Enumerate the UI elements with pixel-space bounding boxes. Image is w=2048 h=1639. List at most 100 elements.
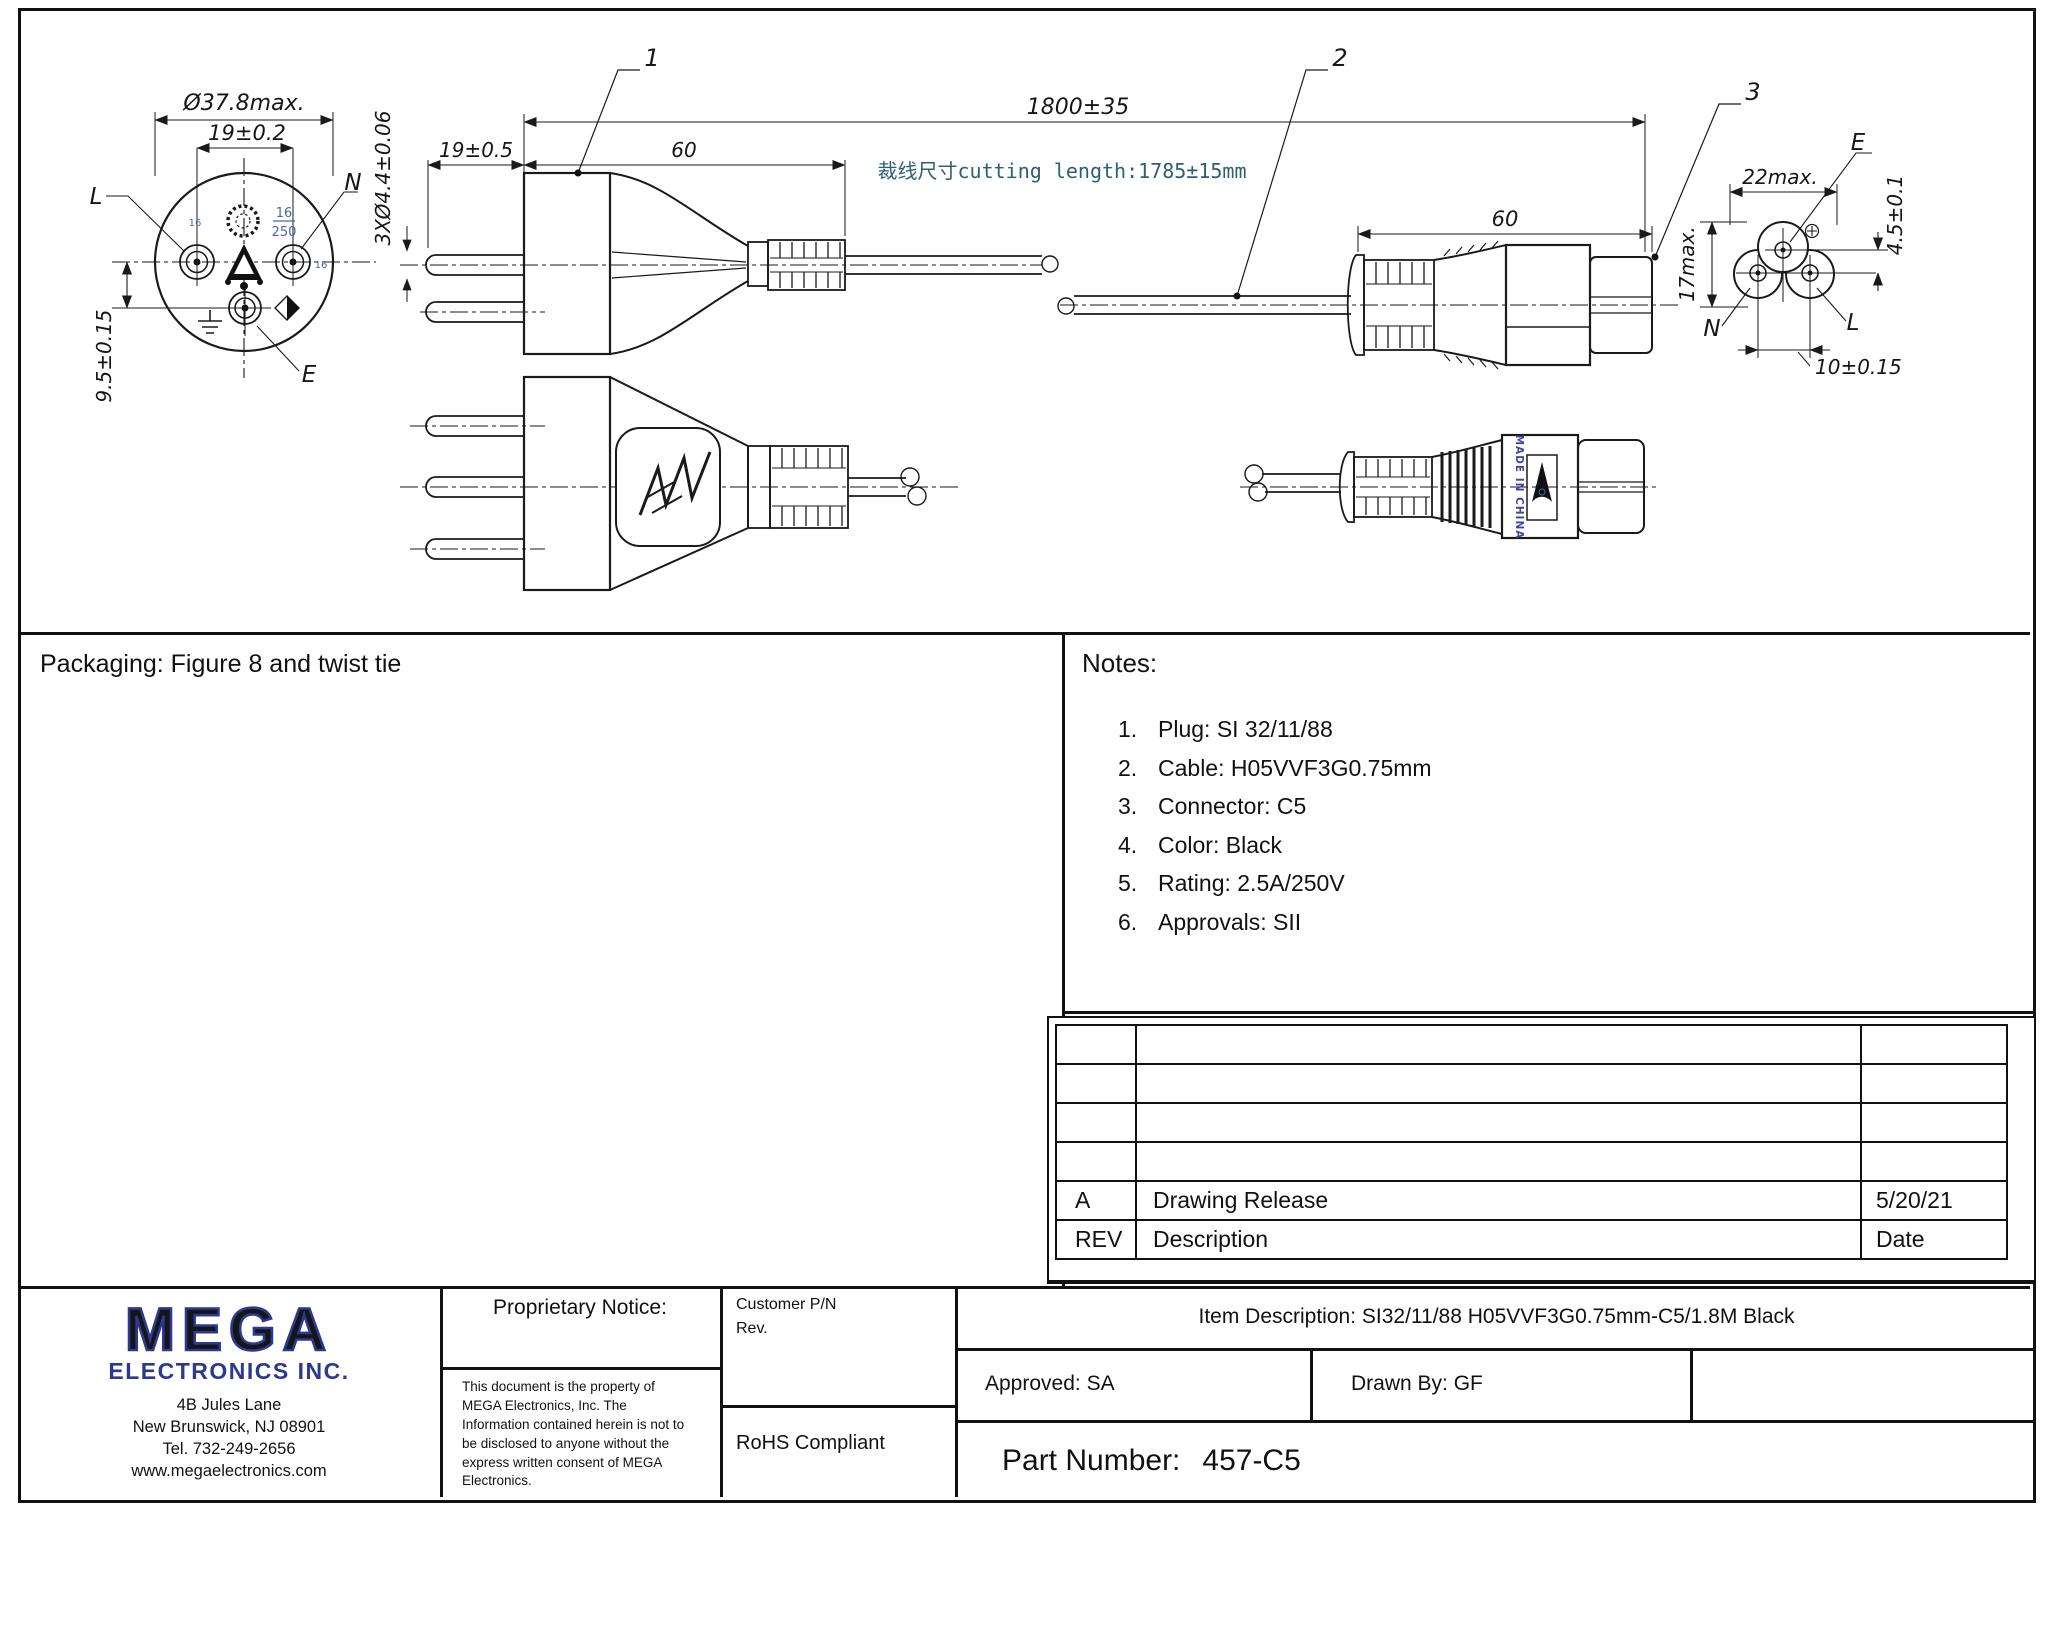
dim-plug-pitch: 19±0.2 <box>208 121 286 145</box>
note-item: 2. Cable: H05VVF3G0.75mm <box>1118 755 1998 782</box>
company-address-line: New Brunswick, NJ 08901 <box>132 1418 326 1436</box>
note-text: Plug: SI 32/11/88 <box>1158 716 1333 742</box>
company-tagline: ELECTRONICS INC. <box>108 1358 350 1384</box>
dim-plug-body-length: 60 <box>671 138 696 162</box>
revision-table: A Drawing Release 5/20/21 REV Descriptio… <box>1055 1024 2008 1260</box>
customer-rev-label: Rev. <box>736 1320 768 1337</box>
c5-side-view <box>1346 103 1741 370</box>
c5-top-view <box>1240 433 1660 540</box>
revision-header-desc: Description <box>1137 1221 1862 1258</box>
dim-pin-length: 19±0.5 <box>439 138 513 162</box>
divider-packaging-notes <box>1062 632 1065 1288</box>
sii-triangle-mark <box>225 244 263 290</box>
revision-row-empty <box>1057 1143 2006 1182</box>
dim-plug-diameter: Ø37.8max. <box>182 91 304 116</box>
note-item: 5. Rating: 2.5A/250V <box>1118 870 1998 897</box>
dim-overall-length: 1800±35 <box>1027 95 1129 120</box>
company-phone: Tel. 732-249-2656 <box>162 1440 296 1458</box>
note-item: 6. Approvals: SII <box>1118 909 1998 936</box>
title-block-divider <box>1310 1348 1313 1420</box>
revision-date-cell: 5/20/21 <box>1876 1187 1953 1213</box>
rohs-compliant-label: RoHS Compliant <box>736 1432 885 1454</box>
rating-denominator: 250 <box>272 225 297 240</box>
dim-earth-offset: 9.5±0.15 <box>92 309 116 402</box>
label-plug-e: E <box>302 362 317 388</box>
made-in-china-marking: MADE IN CHINA <box>1513 435 1525 540</box>
title-block-divider <box>1690 1348 1693 1420</box>
title-block-divider <box>955 1348 2036 1351</box>
company-address: 4B Jules Lane New Brunswick, NJ 08901 Te… <box>37 1394 421 1482</box>
company-logo: MEGA <box>124 1295 328 1364</box>
revision-row-release: A Drawing Release 5/20/21 <box>1057 1182 2006 1221</box>
earth-symbol <box>198 310 222 334</box>
label-plug-l: L <box>90 184 103 210</box>
dim-c5-width: 22max. <box>1742 165 1817 189</box>
note-item: 4. Color: Black <box>1118 832 1998 859</box>
note-text: Rating: 2.5A/250V <box>1158 870 1345 896</box>
plug-top-view <box>400 375 960 592</box>
drawn-by: Drawn By: GF <box>1351 1372 1483 1395</box>
revision-block: A Drawing Release 5/20/21 REV Descriptio… <box>1047 1016 2036 1284</box>
note-number: 6. <box>1118 909 1138 935</box>
title-block-top-border <box>18 1286 2030 1289</box>
dim-c5-pin-pitch: 10±0.15 <box>1815 355 1902 379</box>
divider-drawing-lower <box>18 632 2030 635</box>
proprietary-notice-title: Proprietary Notice: <box>493 1296 667 1319</box>
callout-3: 3 <box>1745 78 1760 106</box>
label-c5-n: N <box>1703 316 1720 342</box>
revision-row-empty <box>1057 1104 2006 1143</box>
revision-header-rev: REV <box>1057 1221 1137 1258</box>
plug-face-view <box>106 112 412 378</box>
dim-pin-diameter: 3XØ4.4±0.06 <box>371 111 395 246</box>
title-block-divider <box>955 1286 958 1497</box>
label-c5-e: E <box>1851 130 1866 156</box>
note-text: Color: Black <box>1158 832 1282 858</box>
note-number: 2. <box>1118 755 1138 781</box>
part-number-label: Part Number: <box>1002 1444 1181 1477</box>
diamond-mark <box>274 295 300 321</box>
title-block-divider <box>955 1420 2036 1423</box>
callout-2: 2 <box>1332 44 1347 72</box>
mark-right: 16 <box>315 260 328 271</box>
note-number: 5. <box>1118 870 1138 896</box>
revision-header-row: REV Description Date <box>1057 1221 2006 1258</box>
label-c5-l: L <box>1847 310 1860 336</box>
plug-face-knockout <box>226 204 260 238</box>
note-item: 3.Connector: C5 <box>1118 793 1998 820</box>
title-block-divider <box>720 1286 723 1497</box>
c5-face-view <box>1700 152 1888 367</box>
part-number-value: 457-C5 <box>1202 1444 1301 1477</box>
plug-pin-n <box>275 238 311 286</box>
plug-pin-e <box>219 284 271 336</box>
sheet-border <box>18 8 2036 1503</box>
note-item: 1.Plug: SI 32/11/88 <box>1118 716 1998 743</box>
revision-row-empty <box>1057 1026 2006 1065</box>
dim-c5-pin-offset: 4.5±0.1 <box>1883 175 1907 255</box>
callout-1: 1 <box>644 44 659 72</box>
notes-title: Notes: <box>1082 648 1158 678</box>
revision-rev-cell: A <box>1057 1182 1137 1219</box>
plug-pin-l <box>179 238 215 286</box>
revision-header-date: Date <box>1876 1226 1925 1252</box>
note-text: Cable: H05VVF3G0.75mm <box>1158 755 1432 781</box>
company-address-line: 4B Jules Lane <box>176 1396 282 1414</box>
item-description: Item Description: SI32/11/88 H05VVF3G0.7… <box>1198 1305 1795 1328</box>
revision-desc-cell: Drawing Release <box>1137 1182 1862 1219</box>
note-number: 4. <box>1118 832 1138 858</box>
note-text: Approvals: SII <box>1158 909 1302 935</box>
proprietary-notice-body: This document is the property of MEGA El… <box>462 1379 685 1489</box>
cutting-length-note: 裁线尺寸cutting length:1785±15mm <box>878 159 1247 183</box>
company-website: www.megaelectronics.com <box>131 1462 327 1480</box>
title-block-divider <box>720 1405 955 1408</box>
revision-row-empty <box>1057 1065 2006 1104</box>
rating-numerator: 16 <box>276 206 293 221</box>
part-number-row: Part Number: 457-C5 <box>957 1422 2036 1500</box>
customer-pn-label: Customer P/N <box>736 1296 837 1313</box>
title-block-divider <box>440 1286 443 1497</box>
mark-left: 16 <box>189 218 202 229</box>
connector-logo-glyph <box>1532 462 1552 502</box>
approved-by: Approved: SA <box>985 1372 1115 1395</box>
packaging-note: Packaging: Figure 8 and twist tie <box>40 650 402 678</box>
label-plug-n: N <box>344 170 361 196</box>
